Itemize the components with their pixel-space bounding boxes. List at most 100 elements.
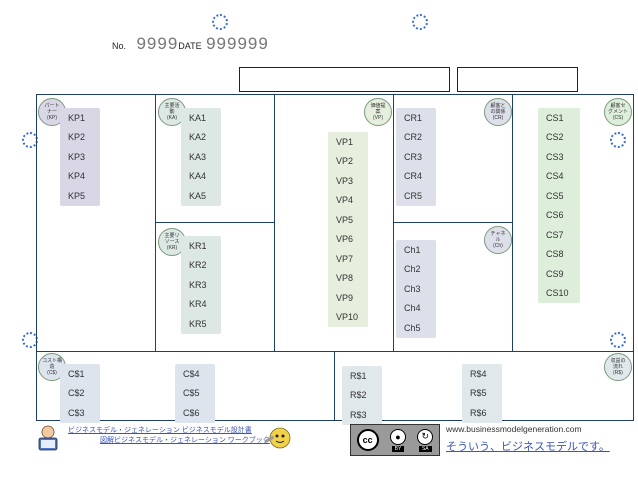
list-item[interactable]: C$5 [183, 388, 200, 399]
list-item[interactable]: VP9 [336, 292, 354, 303]
badge-line: (R$) [613, 370, 623, 376]
list-item[interactable]: CR2 [404, 132, 423, 143]
badge-line: の関係 [490, 109, 506, 115]
list-item[interactable]: CR1 [404, 112, 423, 123]
list-item[interactable]: VP3 [336, 175, 354, 186]
badge-line: ル [495, 237, 501, 243]
dotted-circle-marker [412, 14, 428, 30]
list-item[interactable]: VP10 [336, 312, 359, 323]
title-input-box[interactable] [239, 67, 450, 92]
list-item[interactable]: KA3 [189, 151, 207, 162]
list-item[interactable]: Ch5 [404, 322, 421, 333]
subtitle-input-box[interactable] [457, 67, 578, 92]
list-item[interactable]: VP2 [336, 156, 354, 167]
cost-structure-list-a: C$1 C$2 C$3 [60, 364, 100, 423]
list-item[interactable]: C$4 [183, 368, 200, 379]
divider-cost-revenue [334, 351, 335, 420]
list-item[interactable]: Ch3 [404, 283, 421, 294]
list-item[interactable]: Ch1 [404, 244, 421, 255]
list-item[interactable]: R$4 [470, 368, 487, 379]
list-item[interactable]: CR3 [404, 151, 423, 162]
list-item[interactable]: KR5 [189, 318, 207, 329]
book-link-workbook[interactable]: 図解ビジネスモデル・ジェネレーション ワークブック [100, 437, 270, 444]
canvas-bottom-border [36, 420, 634, 421]
list-item[interactable]: KP1 [68, 112, 86, 123]
badge-line: パート [44, 103, 60, 109]
list-item[interactable]: R$1 [350, 370, 367, 381]
list-item[interactable]: CS5 [546, 190, 564, 201]
list-item[interactable]: CS1 [546, 112, 564, 123]
badge-line: (CS) [612, 115, 624, 121]
list-item[interactable]: C$6 [183, 407, 200, 418]
list-item[interactable]: KP3 [68, 151, 86, 162]
list-item[interactable]: CS8 [546, 249, 564, 260]
badge-customer-segments: 顧客セ グメント (CS) [604, 98, 632, 126]
by-icon: ● [389, 428, 406, 445]
badge-line: 主要活 [164, 103, 180, 109]
cc-license-badge: cc ● BY ↻ SA [350, 424, 440, 456]
badge-line: 流れ [612, 364, 623, 370]
badge-line: 造 [49, 364, 55, 370]
list-item[interactable]: KA1 [189, 112, 207, 123]
book-link-canvas[interactable]: ビジネスモデル・ジェネレーション ビジネスモデル設計書 [68, 427, 252, 434]
badge-line: (KA) [167, 115, 177, 121]
customer-segments-list: CS1 CS2 CS3 CS4 CS5 CS6 CS7 CS8 CS9 CS10 [538, 108, 580, 303]
list-item[interactable]: KA2 [189, 132, 207, 143]
cost-structure-list-b: C$4 C$5 C$6 [175, 364, 215, 423]
date-label: DATE [178, 41, 202, 51]
list-item[interactable]: KR3 [189, 279, 207, 290]
list-item[interactable]: CS4 [546, 171, 564, 182]
list-item[interactable]: KR1 [189, 240, 207, 251]
date-value: 999999 [206, 34, 269, 53]
license-sa-label: SA [418, 445, 432, 452]
list-item[interactable]: KP5 [68, 190, 86, 201]
list-item[interactable]: KP4 [68, 171, 86, 182]
list-item[interactable]: CS7 [546, 229, 564, 240]
dotted-circle-marker [212, 14, 228, 30]
revenue-streams-list-b: R$4 R$5 R$6 [462, 364, 502, 423]
footer-links: ビジネスモデル・ジェネレーション ビジネスモデル設計書 図解ビジネスモデル・ジェ… [68, 426, 270, 446]
list-item[interactable]: VP8 [336, 273, 354, 284]
badge-line: ソース [164, 239, 180, 245]
list-item[interactable]: VP5 [336, 214, 354, 225]
badge-line: 顧客セ [610, 103, 626, 109]
list-item[interactable]: C$3 [68, 407, 85, 418]
badge-line: (VP) [373, 115, 383, 121]
key-resources-list: KR1 KR2 KR3 KR4 KR5 [181, 236, 221, 334]
list-item[interactable]: R$3 [350, 409, 367, 420]
list-item[interactable]: CR4 [404, 171, 423, 182]
list-item[interactable]: C$2 [68, 388, 85, 399]
list-item[interactable]: VP6 [336, 234, 354, 245]
list-item[interactable]: KR2 [189, 260, 207, 271]
list-item[interactable]: CS3 [546, 151, 564, 162]
list-item[interactable]: KA5 [189, 190, 207, 201]
list-item[interactable]: R$5 [470, 388, 487, 399]
list-item[interactable]: R$2 [350, 390, 367, 401]
badge-value-propositions: 価値提 案 (VP) [364, 98, 392, 126]
list-item[interactable]: CS10 [546, 288, 569, 299]
list-item[interactable]: VP4 [336, 195, 354, 206]
list-item[interactable]: KP2 [68, 132, 86, 143]
list-item[interactable]: VP1 [336, 136, 354, 147]
badge-line: 案 [375, 109, 381, 115]
badge-customer-relationships: 顧客と の関係 (CR) [484, 98, 512, 126]
list-item[interactable]: KR4 [189, 299, 207, 310]
list-item[interactable]: Ch4 [404, 303, 421, 314]
canvas-mid-horizontal [36, 351, 634, 352]
list-item[interactable]: CS6 [546, 210, 564, 221]
list-item[interactable]: CR5 [404, 190, 423, 201]
badge-line: (Ch) [493, 243, 503, 249]
list-item[interactable]: Ch2 [404, 264, 421, 275]
no-value: 9999 [136, 34, 179, 53]
key-activities-list: KA1 KA2 KA3 KA4 KA5 [181, 108, 221, 206]
website-url[interactable]: www.businessmodelgeneration.com [446, 424, 582, 434]
list-item[interactable]: KA4 [189, 171, 207, 182]
list-item[interactable]: CS9 [546, 268, 564, 279]
badge-line: (KP) [47, 115, 57, 121]
sa-icon: ↻ [417, 428, 434, 445]
list-item[interactable]: VP7 [336, 253, 354, 264]
badge-line: (CR) [492, 115, 504, 121]
list-item[interactable]: C$1 [68, 368, 85, 379]
list-item[interactable]: R$6 [470, 407, 487, 418]
list-item[interactable]: CS2 [546, 132, 564, 143]
